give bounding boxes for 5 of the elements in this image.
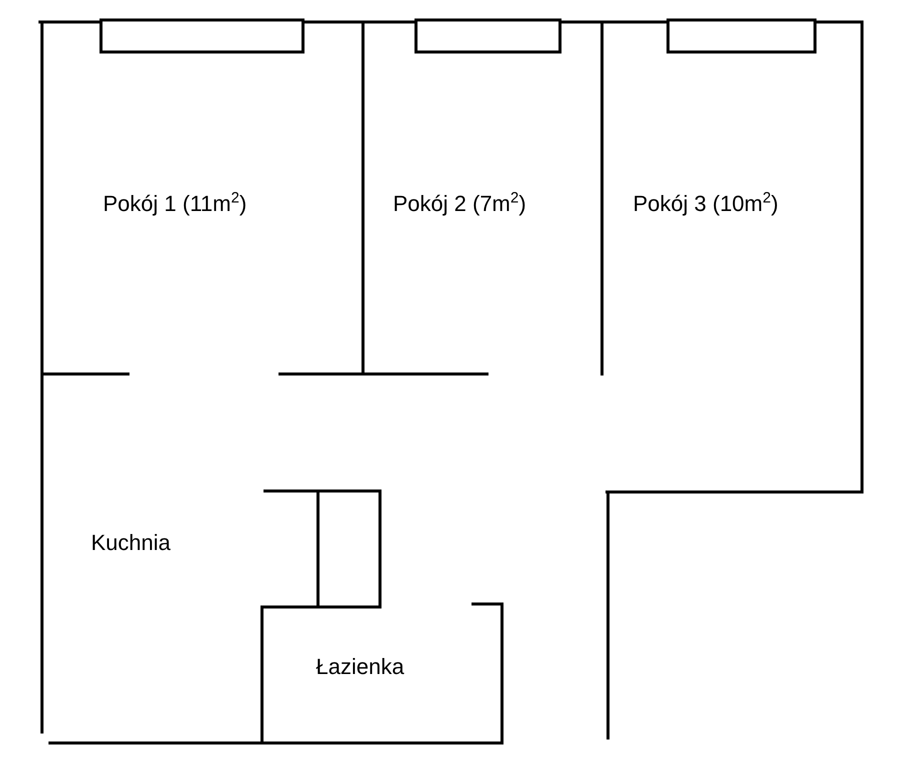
room-label: Pokój 3 (10m$^{2}$)	[633, 191, 778, 217]
room-label: Pokój 2 (7m$^{2}$)	[393, 191, 526, 217]
room-label: Łazienka	[316, 654, 404, 680]
room-label: Pokój 1 (11m$^{2}$)	[103, 191, 247, 217]
room-label: Kuchnia	[91, 530, 171, 556]
